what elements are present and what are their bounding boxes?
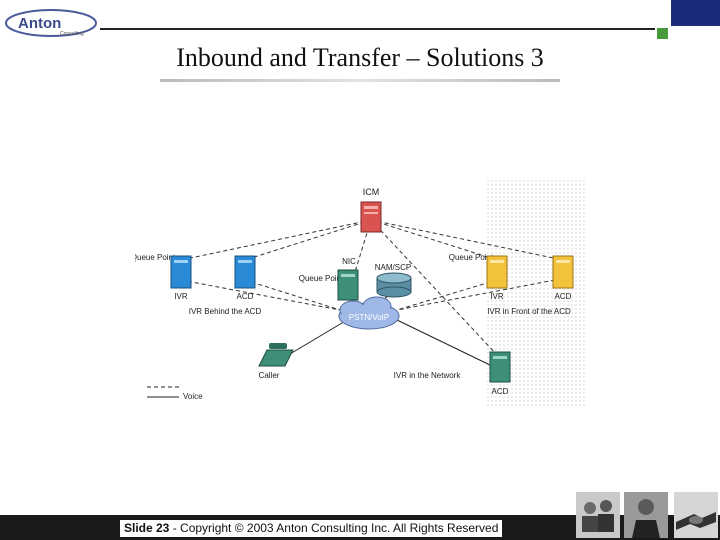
- control-links: [180, 219, 564, 356]
- icm-server-icon: [360, 201, 382, 233]
- ivr-right-server-icon: [486, 255, 508, 289]
- title-underline: [160, 79, 560, 82]
- label-nam-scp: NAM/SCP: [375, 263, 411, 272]
- logo-text: Anton: [18, 15, 61, 32]
- label-queue-point-center: Queue Point: [299, 274, 344, 283]
- voice-links: [289, 289, 491, 366]
- label-acd-left: ACD: [237, 292, 254, 301]
- label-nic: NIC: [342, 257, 356, 266]
- acd-left-server-icon: [234, 255, 256, 289]
- handshake-photo: [674, 492, 718, 538]
- network-diagram: ICM Queue Point IVR ACD IVR Behind the A…: [135, 180, 585, 408]
- label-ivr-right: IVR: [490, 292, 504, 301]
- label-acd-bottom: ACD: [492, 387, 509, 396]
- label-icm: ICM: [363, 187, 380, 197]
- logo-subtext: Consulting: [60, 31, 84, 37]
- legend: [147, 386, 179, 398]
- slide-number: Slide 23: [124, 521, 170, 535]
- label-ivr-network: IVR in the Network: [394, 371, 462, 380]
- corner-square: [657, 28, 668, 39]
- database-icon: [376, 272, 412, 298]
- label-caller: Caller: [259, 371, 280, 380]
- label-queue-point-left: Queue Point: [135, 253, 176, 262]
- phone-icon: [258, 343, 294, 367]
- label-group-behind: IVR Behind the ACD: [189, 307, 262, 316]
- copyright-text: - Copyright © 2003 Anton Consulting Inc.…: [172, 521, 499, 535]
- label-ivr-left: IVR: [174, 292, 188, 301]
- page-title: Inbound and Transfer – Solutions 3: [176, 43, 544, 72]
- label-pstn: PSTN/VoIP: [349, 313, 389, 322]
- acd-right-server-icon: [552, 255, 574, 289]
- label-acd-right: ACD: [555, 292, 572, 301]
- anton-logo: Anton Consulting: [5, 9, 97, 37]
- corner-block: [671, 0, 720, 26]
- top-rule: [100, 28, 655, 30]
- legend-voice-label: Voice: [183, 392, 203, 401]
- acd-bottom-server-icon: [489, 351, 511, 383]
- label-group-front: IVR in Front of the ACD: [487, 307, 571, 316]
- ivr-left-server-icon: [170, 255, 192, 289]
- nic-server-icon: [337, 269, 359, 301]
- label-queue-point-right: Queue Point: [449, 253, 494, 262]
- team-photo: [576, 492, 620, 538]
- cloud-icon: [338, 296, 400, 330]
- footer-text: Slide 23 - Copyright © 2003 Anton Consul…: [120, 520, 503, 537]
- businessman-photo: [624, 492, 668, 538]
